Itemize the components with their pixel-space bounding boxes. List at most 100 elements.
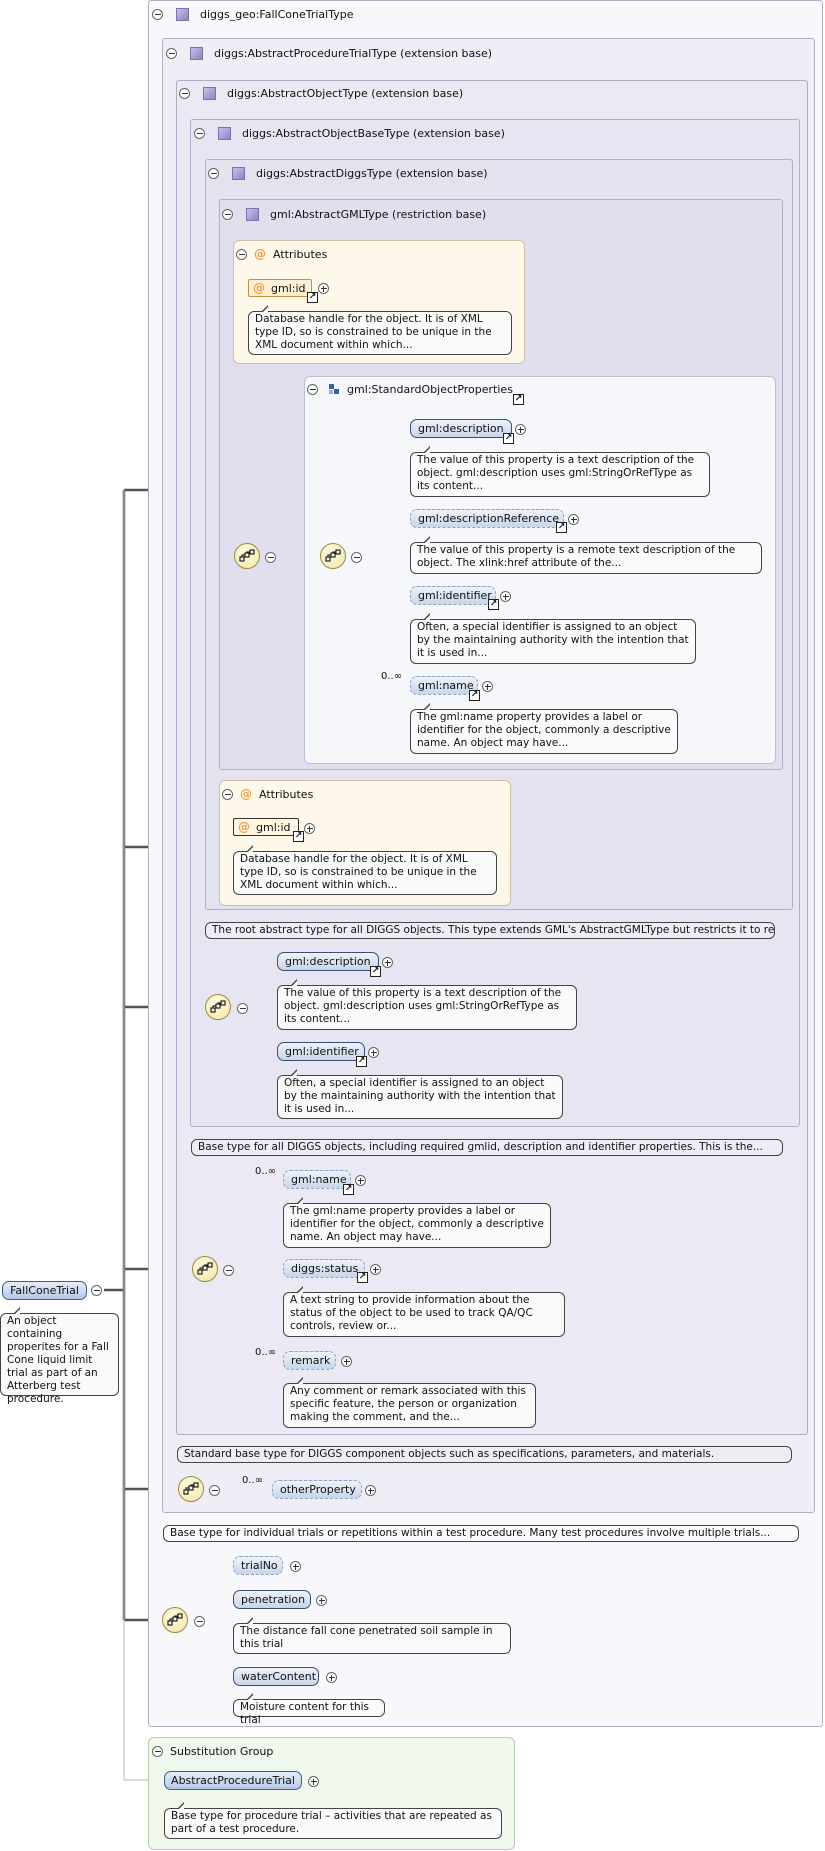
attribute-icon: @ bbox=[240, 787, 252, 801]
substitution-group-header: Substitution Group bbox=[152, 1742, 273, 1760]
diggs-attributes-title: Attributes bbox=[259, 787, 314, 801]
link-icon[interactable]: ↗ bbox=[513, 394, 524, 405]
gml-description-element[interactable]: gml:description bbox=[410, 419, 512, 438]
diggs-gml-id-doc-text: Database handle for the object. It is of… bbox=[240, 853, 477, 891]
sequence-compositor-icon[interactable] bbox=[192, 1256, 218, 1282]
remark-doc-text: Any comment or remark associated with th… bbox=[290, 1385, 526, 1423]
expand-icon[interactable] bbox=[318, 283, 329, 294]
sequence-compositor-icon[interactable] bbox=[320, 543, 346, 569]
link-icon[interactable]: ↗ bbox=[488, 599, 499, 610]
gml-identifier-doc-text: Often, a special identifier is assigned … bbox=[417, 621, 689, 659]
base-gml-identifier-label: gml:identifier bbox=[285, 1045, 359, 1058]
expand-icon[interactable] bbox=[341, 1356, 352, 1367]
abstract-procedure-trial-element[interactable]: AbstractProcedureTrial bbox=[164, 1771, 302, 1790]
penetration-element[interactable]: penetration bbox=[233, 1590, 311, 1609]
occurrence-label: 0..∞ bbox=[255, 1166, 277, 1177]
object-gml-name-element[interactable]: gml:name bbox=[283, 1170, 351, 1189]
link-icon[interactable]: ↗ bbox=[370, 966, 381, 977]
expand-icon[interactable] bbox=[308, 1776, 319, 1787]
complex-type-icon bbox=[176, 7, 189, 21]
sequence-collapse[interactable] bbox=[209, 1485, 220, 1496]
gml-identifier-element[interactable]: gml:identifier bbox=[410, 586, 496, 605]
expand-icon[interactable] bbox=[382, 957, 393, 968]
expand-icon[interactable] bbox=[500, 591, 511, 602]
attribute-icon: @ bbox=[254, 247, 266, 261]
abstract-diggs-type-doc-text: The root abstract type for all DIGGS obj… bbox=[212, 924, 775, 936]
abstract-object-base-type-collapse[interactable] bbox=[194, 127, 205, 139]
expand-icon[interactable] bbox=[355, 1175, 366, 1186]
gml-name-element[interactable]: gml:name bbox=[410, 676, 478, 695]
water-content-label: waterContent bbox=[241, 1670, 317, 1683]
root-element[interactable]: FallConeTrial bbox=[2, 1281, 87, 1300]
abstract-procedure-trial-type-doc-text: Base type for individual trials or repet… bbox=[170, 1527, 771, 1539]
object-gml-name-label: gml:name bbox=[291, 1173, 347, 1186]
abstract-diggs-type-collapse[interactable] bbox=[208, 167, 219, 179]
abstract-object-base-type-doc-text: Base type for all DIGGS objects, includi… bbox=[198, 1141, 763, 1153]
base-gml-identifier-element[interactable]: gml:identifier bbox=[277, 1042, 365, 1061]
diggs-gml-id-attribute[interactable]: @ gml:id bbox=[233, 818, 299, 836]
object-gml-name-doc-text: The gml:name property provides a label o… bbox=[290, 1205, 544, 1243]
sequence-collapse[interactable] bbox=[351, 552, 362, 563]
link-icon[interactable]: ↗ bbox=[357, 1272, 368, 1283]
link-icon[interactable]: ↗ bbox=[469, 690, 480, 701]
expand-icon[interactable] bbox=[316, 1595, 327, 1606]
gml-name-doc: The gml:name property provides a label o… bbox=[410, 703, 678, 754]
sequence-compositor-icon[interactable] bbox=[234, 543, 260, 569]
fallcone-trial-type-collapse[interactable] bbox=[152, 8, 163, 20]
diggs-gml-id-attribute-label: gml:id bbox=[256, 820, 291, 834]
gml-description-doc: The value of this property is a text des… bbox=[410, 446, 710, 497]
abstract-procedure-trial-type-collapse[interactable] bbox=[166, 47, 177, 59]
remark-label: remark bbox=[291, 1354, 331, 1367]
water-content-doc-text: Moisture content for this trial bbox=[240, 1701, 369, 1726]
attribute-icon: @ bbox=[238, 820, 250, 834]
abstract-gml-type-collapse[interactable] bbox=[222, 208, 233, 220]
abstract-procedure-trial-doc-text: Base type for procedure trial – activiti… bbox=[171, 1810, 492, 1835]
substitution-group-collapse[interactable] bbox=[152, 1745, 163, 1757]
base-gml-identifier-doc: Often, a special identifier is assigned … bbox=[277, 1069, 563, 1119]
gml-id-attribute[interactable]: @ gml:id bbox=[248, 279, 312, 297]
expand-icon[interactable] bbox=[304, 823, 315, 834]
sequence-collapse[interactable] bbox=[265, 552, 276, 563]
standard-object-properties-collapse[interactable] bbox=[307, 383, 318, 395]
link-icon[interactable]: ↗ bbox=[556, 522, 567, 533]
remark-element[interactable]: remark bbox=[283, 1351, 336, 1370]
base-gml-description-element[interactable]: gml:description bbox=[277, 952, 379, 971]
link-icon[interactable]: ↗ bbox=[307, 292, 318, 303]
expand-icon[interactable] bbox=[370, 1264, 381, 1275]
root-element-label: FallConeTrial bbox=[10, 1284, 79, 1297]
fallcone-trial-type-title: diggs_geo:FallConeTrialType bbox=[200, 7, 354, 21]
gml-description-reference-element[interactable]: gml:descriptionReference bbox=[410, 509, 564, 528]
sequence-compositor-icon[interactable] bbox=[205, 994, 231, 1020]
diggs-status-doc: A text string to provide information abo… bbox=[283, 1286, 565, 1337]
abstract-object-type-collapse[interactable] bbox=[179, 87, 190, 99]
sequence-compositor-icon[interactable] bbox=[178, 1476, 204, 1502]
abstract-procedure-trial-label: AbstractProcedureTrial bbox=[171, 1774, 295, 1787]
expand-icon[interactable] bbox=[568, 514, 579, 525]
expand-icon[interactable] bbox=[290, 1561, 301, 1572]
abstract-object-type-header: diggs:AbstractObjectType (extension base… bbox=[179, 84, 463, 102]
group-icon bbox=[329, 383, 340, 395]
expand-icon[interactable] bbox=[515, 424, 526, 435]
diggs-status-element[interactable]: diggs:status bbox=[283, 1259, 365, 1278]
expand-icon[interactable] bbox=[326, 1672, 337, 1683]
gml-attributes-collapse[interactable] bbox=[236, 248, 247, 260]
abstract-procedure-trial-type-doc: Base type for individual trials or repet… bbox=[163, 1525, 799, 1542]
sequence-collapse[interactable] bbox=[223, 1265, 234, 1276]
link-icon[interactable]: ↗ bbox=[503, 433, 514, 444]
link-icon[interactable]: ↗ bbox=[293, 831, 304, 842]
expand-icon[interactable] bbox=[482, 681, 493, 692]
abstract-procedure-trial-doc: Base type for procedure trial – activiti… bbox=[164, 1802, 502, 1839]
water-content-element[interactable]: waterContent bbox=[233, 1667, 319, 1686]
diggs-attributes-collapse[interactable] bbox=[222, 788, 233, 800]
root-collapse-toggle[interactable] bbox=[91, 1285, 102, 1296]
link-icon[interactable]: ↗ bbox=[356, 1056, 367, 1067]
sequence-collapse[interactable] bbox=[194, 1616, 205, 1627]
trial-no-element[interactable]: trialNo bbox=[233, 1556, 283, 1575]
other-property-element[interactable]: otherProperty bbox=[272, 1480, 362, 1499]
abstract-procedure-trial-type-title: diggs:AbstractProcedureTrialType (extens… bbox=[214, 46, 493, 60]
expand-icon[interactable] bbox=[365, 1485, 376, 1496]
expand-icon[interactable] bbox=[368, 1047, 379, 1058]
sequence-collapse[interactable] bbox=[237, 1003, 248, 1014]
link-icon[interactable]: ↗ bbox=[343, 1184, 354, 1195]
sequence-compositor-icon[interactable] bbox=[162, 1607, 188, 1633]
